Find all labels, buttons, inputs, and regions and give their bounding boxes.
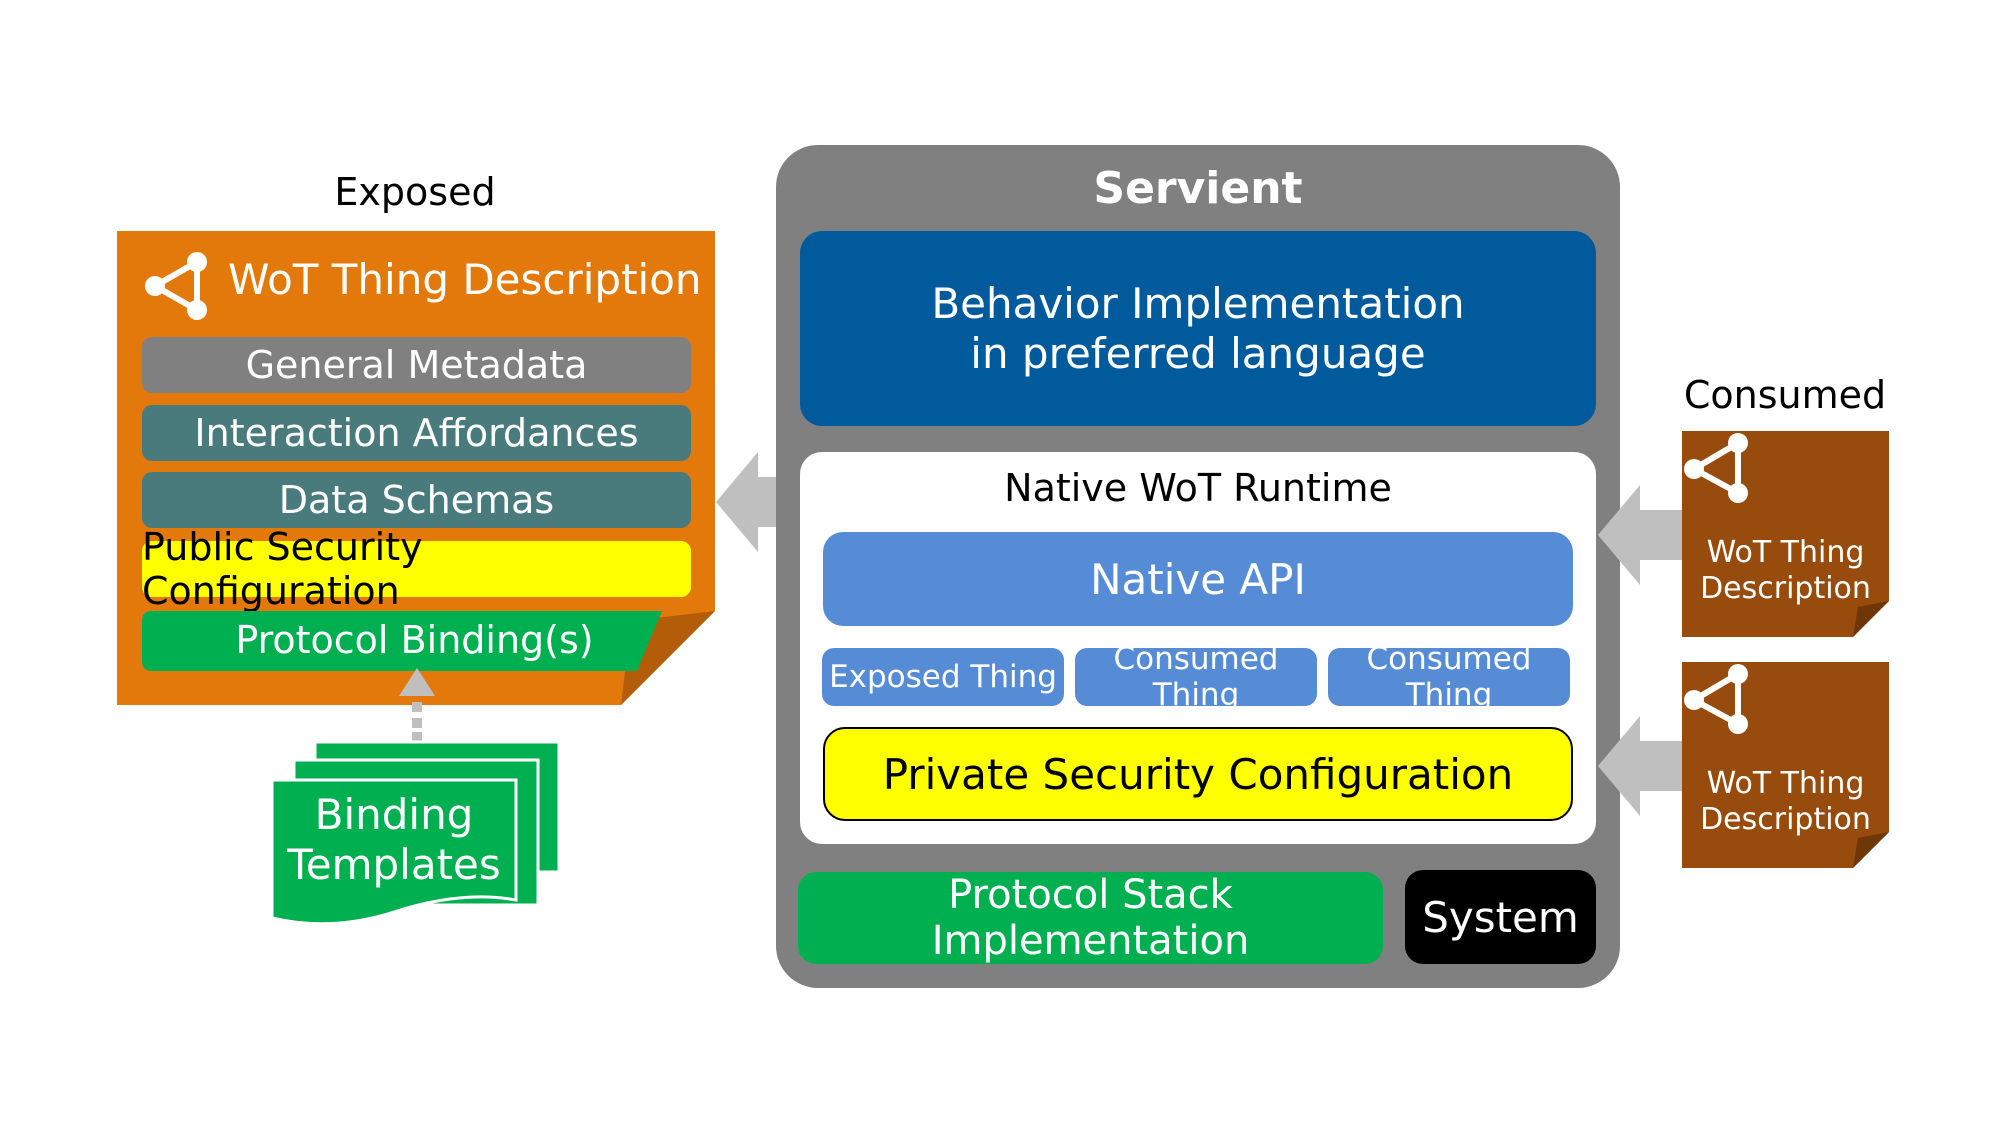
- protocol-binding-row-shape: [142, 611, 662, 671]
- td-title: WoT Thing Description: [228, 255, 702, 304]
- share-icon: [1684, 433, 1748, 503]
- share-icon: [145, 252, 207, 320]
- consumed-td-label: WoT Thing Description: [1682, 766, 1889, 838]
- data-schemas-row: Data Schemas: [142, 472, 691, 528]
- consumed-td-shape: [1682, 431, 1889, 637]
- binding-templates-line1: Binding: [314, 790, 474, 839]
- binding-arrow: [399, 668, 435, 742]
- public-security-configuration-row: Public Security Configuration: [142, 525, 691, 613]
- consume-arrow: [1598, 716, 1684, 816]
- behavior-line2: in preferred language: [970, 328, 1426, 378]
- consumed-td-line1: WoT Thing: [1706, 535, 1865, 570]
- general-metadata-row: General Metadata: [142, 337, 691, 393]
- consume-arrow: [1598, 485, 1684, 585]
- consumed-label: Consumed: [1683, 373, 1887, 417]
- consumed-td-line2: Description: [1700, 571, 1871, 606]
- consumed-td-line1: WoT Thing: [1706, 766, 1865, 801]
- share-icon: [1684, 664, 1748, 734]
- runtime-title: Native WoT Runtime: [1004, 466, 1392, 510]
- behavior-implementation: Behavior Implementation in preferred lan…: [800, 231, 1596, 426]
- behavior-line1: Behavior Implementation: [931, 278, 1465, 328]
- private-security-configuration: Private Security Configuration: [823, 727, 1573, 821]
- protocol-stack-implementation: Protocol Stack Implementation: [798, 872, 1383, 964]
- native-api: Native API: [823, 532, 1573, 626]
- interaction-affordances-row: Interaction Affordances: [142, 405, 691, 461]
- consumed-thing-description: WoT Thing Description: [1682, 431, 1889, 637]
- protocol-binding-row: Protocol Binding(s): [235, 618, 594, 662]
- binding-templates-line2: Templates: [287, 840, 501, 889]
- consumed-td-shape: [1682, 662, 1889, 868]
- consumed-thing-box: Consumed Thing: [1075, 641, 1317, 713]
- servient-title: Servient: [1093, 162, 1303, 214]
- exposed-label: Exposed: [334, 170, 496, 214]
- consumed-td-line2: Description: [1700, 802, 1871, 837]
- system-box: System: [1405, 870, 1596, 964]
- consumed-thing-description: WoT Thing Description: [1682, 662, 1889, 868]
- consumed-td-label: WoT Thing Description: [1682, 535, 1889, 607]
- consumed-thing-box: Consumed Thing: [1328, 641, 1570, 713]
- binding-templates-stack: [272, 740, 561, 926]
- exposed-thing-box: Exposed Thing: [822, 648, 1064, 706]
